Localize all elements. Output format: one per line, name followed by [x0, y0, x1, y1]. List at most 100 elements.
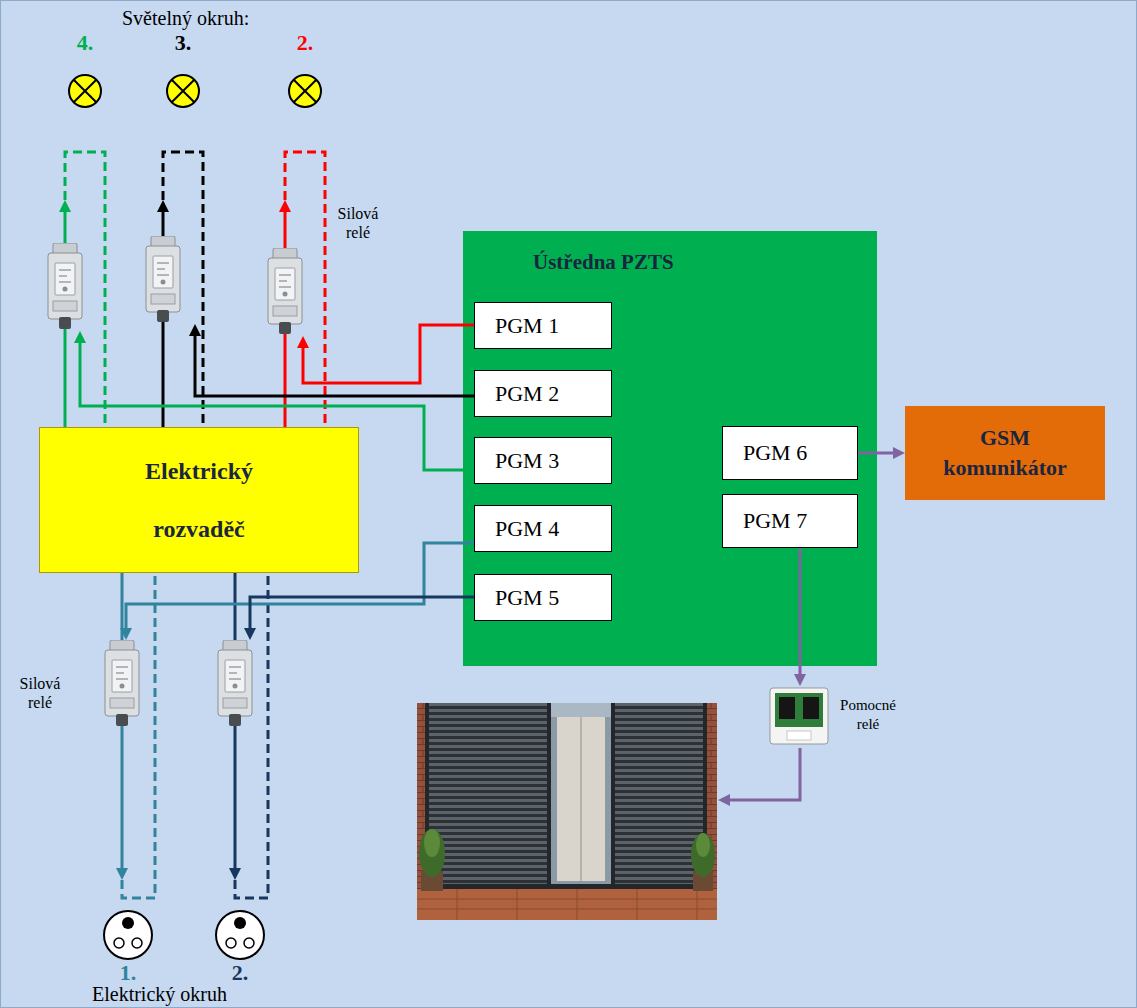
illustration-part [417, 703, 717, 920]
illustration-part [105, 640, 139, 726]
socket-node: 1. [98, 880, 158, 985]
distribution-label: Elektrický rozvaděč [114, 442, 284, 558]
illustration-part [120, 628, 132, 640]
panel-title: Ústředna PZTS [533, 231, 674, 275]
illustration-part [250, 597, 474, 630]
circuit-number: 2. [275, 30, 335, 56]
aux-relay-symbol [768, 686, 830, 746]
illustration-part [297, 336, 309, 348]
distribution-box: Elektrický rozvaděč [39, 427, 359, 573]
illustration-part [691, 833, 715, 877]
socket-outline [104, 911, 152, 959]
circuit-number: 2. [210, 962, 270, 984]
pgm-label: PGM 4 [495, 516, 559, 542]
arrowhead [116, 868, 128, 880]
pgm-label: PGM 1 [495, 313, 559, 339]
aux-relay-label: Pomocné relé [836, 696, 900, 734]
pgm-output: PGM 3 [474, 437, 612, 484]
pgm-output: PGM 5 [474, 574, 612, 621]
illustration-part [195, 334, 474, 396]
lamp-cross [172, 80, 195, 103]
socket-hole [244, 938, 254, 948]
illustration-part [425, 703, 707, 889]
illustration-part [417, 889, 717, 920]
illustration-part [268, 248, 302, 334]
plain-label: Elektrický okruh [92, 983, 227, 1005]
plain-label: Světelný okruh: [122, 6, 249, 30]
illustration-part [48, 243, 82, 329]
lamp-cross [74, 80, 97, 103]
relay-board [775, 693, 823, 727]
relay-slot [787, 731, 811, 740]
socket-pin [234, 917, 246, 929]
lamp-symbol [287, 73, 323, 109]
illustration-part [146, 236, 180, 322]
illustration-part [580, 717, 582, 881]
circuit-number: 1. [98, 962, 158, 984]
illustration-part [424, 829, 440, 857]
socket-hole [114, 938, 124, 948]
illustration-part [551, 703, 611, 884]
socket-pin [122, 917, 134, 929]
pgm-output: PGM 4 [474, 505, 612, 552]
lamp-cross [172, 80, 195, 103]
arrowhead [157, 200, 169, 212]
illustration-part [244, 628, 256, 640]
socket-hole [226, 938, 236, 948]
arrowhead [893, 447, 905, 459]
socket-node: 2. [210, 880, 270, 985]
lamp-cross [294, 80, 317, 103]
circuit-number: 4. [55, 30, 115, 56]
relay-housing [770, 688, 828, 744]
connector [229, 573, 241, 880]
lamp-symbol [67, 73, 103, 109]
pgm-label: PGM 2 [495, 381, 559, 407]
socket-outline [216, 911, 264, 959]
blinds-photo [417, 703, 717, 920]
auxiliary-relay: Pomocné relé [768, 686, 902, 748]
relay-block [779, 697, 795, 719]
illustration-part [429, 703, 547, 884]
lamp-circle [69, 75, 101, 107]
pgm-output: PGM 6 [722, 426, 858, 480]
illustration-part [551, 703, 611, 717]
plain-label: Silová relé [8, 674, 72, 712]
relay-block [803, 697, 819, 719]
gsm-box: GSM komunikátor [905, 406, 1105, 500]
pgm-label: PGM 5 [495, 585, 559, 611]
illustration-part [417, 889, 717, 920]
lamp-node: 3. [153, 30, 213, 200]
arrowhead [279, 200, 291, 212]
illustration-part [74, 331, 86, 343]
illustration-part [718, 794, 730, 806]
gsm-label: GSM komunikátor [935, 423, 1075, 483]
plain-label: Silová relé [332, 204, 384, 242]
lamp-node: 2. [275, 30, 335, 200]
illustration-part [696, 833, 710, 857]
illustration-part [419, 829, 445, 877]
illustration-part [303, 325, 474, 383]
arrowhead [229, 868, 241, 880]
pgm-label: PGM 6 [743, 440, 807, 466]
socket-hole [132, 938, 142, 948]
circuit-number: 3. [153, 30, 213, 56]
lamp-node: 4. [55, 30, 115, 200]
connector-line [858, 452, 895, 455]
arrowhead [59, 200, 71, 212]
socket-symbol [212, 908, 268, 962]
lamp-cross [74, 80, 97, 103]
illustration-part [189, 324, 201, 336]
pgm-output: PGM 1 [474, 302, 612, 349]
illustration-part [615, 703, 703, 884]
lamp-circle [289, 75, 321, 107]
connector-line [799, 548, 802, 676]
alarm-panel: Ústředna PZTS PGM 1 PGM 2 PGM 3 PGM 4 PGM 5 PG… [463, 231, 877, 666]
pgm-label: PGM 7 [743, 508, 807, 534]
pgm-output: PGM 2 [474, 370, 612, 417]
pgm-label: PGM 3 [495, 448, 559, 474]
illustration-part [728, 748, 800, 800]
illustration-part [557, 715, 605, 881]
pgm-output: PGM 7 [722, 494, 858, 548]
socket-symbol [100, 908, 156, 962]
illustration-part [218, 640, 252, 726]
